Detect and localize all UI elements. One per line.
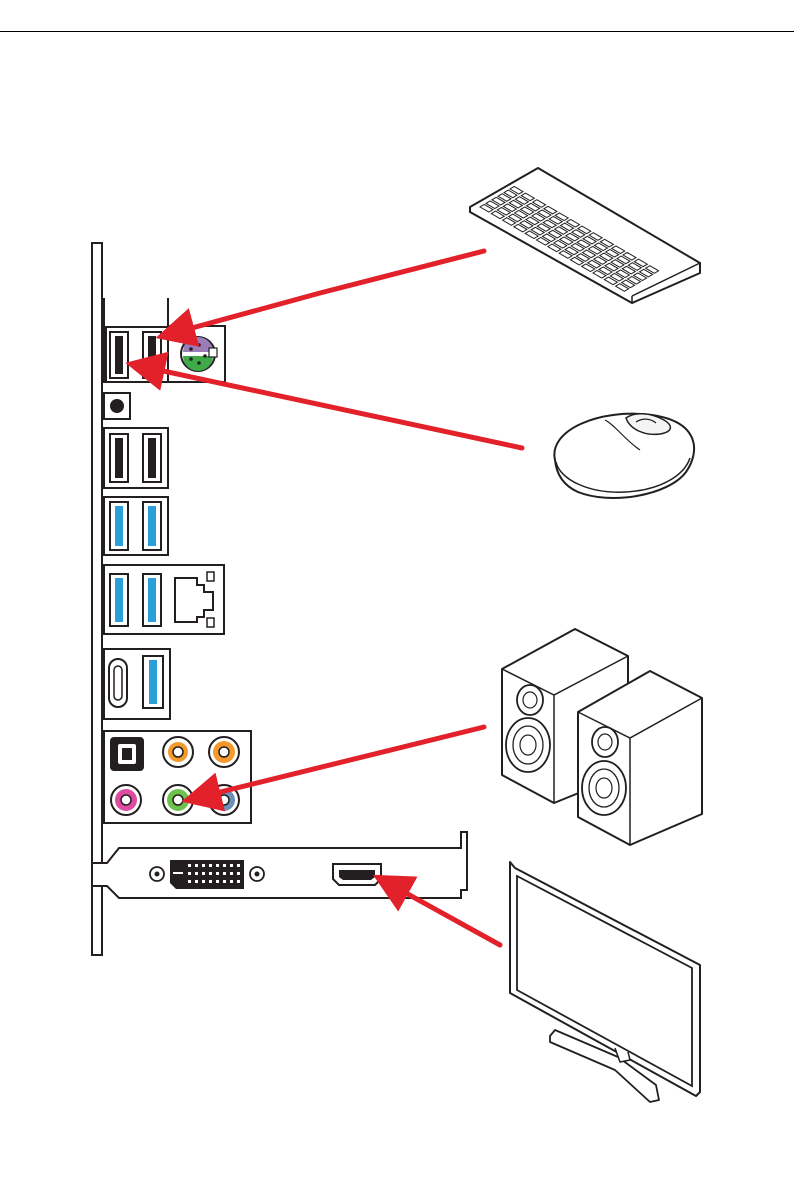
usb2-block — [104, 428, 168, 488]
audio-jack-line-out[interactable] — [163, 785, 193, 815]
usb-c-port[interactable] — [109, 659, 127, 707]
graphics-card-bracket — [93, 832, 467, 898]
monitor-icon — [510, 862, 700, 1102]
mouse-icon — [554, 414, 694, 498]
usb3-block-1 — [104, 497, 168, 555]
audio-jack-mic-in[interactable] — [111, 785, 141, 815]
keyboard-icon — [470, 168, 700, 303]
ps2-port[interactable] — [181, 337, 217, 371]
audio-block — [104, 731, 251, 823]
audio-jack-rear[interactable] — [209, 737, 239, 767]
hdmi-port[interactable] — [333, 864, 381, 885]
arrow-mouse-to-usb — [140, 366, 522, 448]
io-shield-bracket — [92, 243, 102, 955]
usb3-lan-block — [104, 565, 224, 634]
lan-port[interactable] — [175, 572, 214, 627]
audio-jack-center-sub[interactable] — [163, 737, 193, 767]
optical-spdif-port[interactable] — [110, 737, 144, 771]
arrow-keyboard-to-usb — [170, 251, 484, 334]
clear-cmos-button[interactable] — [104, 393, 130, 419]
usbc-block — [104, 649, 170, 719]
speakers-icon — [502, 629, 702, 845]
